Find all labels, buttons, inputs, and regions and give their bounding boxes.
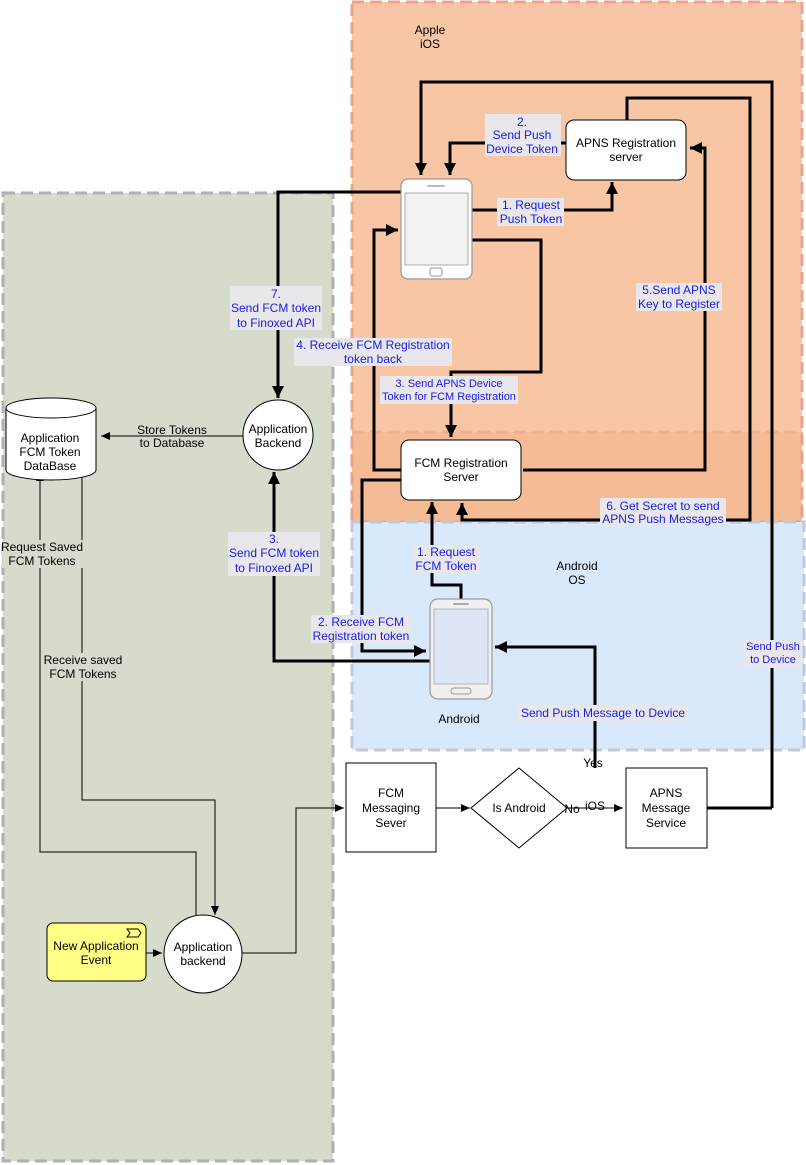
application-backend-bottom-label-2: backend [180, 954, 225, 968]
edge-request-saved [36, 472, 197, 915]
label-bg-receive-fcm-reg-2 [311, 615, 411, 643]
apns-registration-server [565, 119, 687, 181]
fcm-messaging-label-1: FCM [378, 786, 404, 800]
android-region-label-1: Android [556, 559, 597, 573]
label-bg-send-push-to-device [744, 640, 802, 668]
application-backend-top-label-2: Backend [255, 436, 302, 450]
ios-region-label-1: Apple [415, 23, 446, 37]
label-bg-send-fcm-token-7 [230, 286, 322, 330]
edge-android-to-fcmreg [426, 502, 463, 600]
label-send-apns-device-token-2: Token for FCM Registration [382, 391, 516, 403]
label-send-apns-key-1: 5.Send APNS [642, 283, 715, 297]
label-bg-get-secret [600, 498, 726, 526]
label-ios: iOS [585, 799, 605, 813]
label-send-push-to-device-2: to Device [750, 654, 796, 666]
new-event-label-1: New Application [53, 939, 138, 953]
fcm-messaging-label-2: Messaging [362, 801, 420, 815]
fcm-registration-label-2: Server [443, 470, 478, 484]
label-send-push-message: Send Push Message to Device [521, 706, 685, 720]
label-send-fcm-token-3-3: to Finoxed API [235, 561, 313, 575]
is-android-decision [470, 767, 568, 849]
label-store-tokens-2: to Database [140, 436, 205, 450]
label-request-fcm-token-2: FCM Token [415, 559, 476, 573]
is-android-label: Is Android [492, 801, 545, 815]
label-store-tokens-1: Store Tokens [137, 423, 207, 437]
android-device [429, 598, 493, 700]
apns-message-label-2: Message [642, 801, 691, 815]
label-get-secret-1: 6. Get Secret to send [606, 499, 719, 513]
edge-backend-to-fcmmsg [242, 804, 344, 954]
apns-message-service [625, 767, 708, 849]
new-application-event [46, 922, 147, 982]
label-send-push-device-token-2: Send Push [493, 128, 552, 142]
label-request-saved-1: Request Saved [1, 540, 83, 554]
label-bg-request-push-token [497, 198, 564, 226]
label-get-secret-2: APNS Push Messages [602, 512, 723, 526]
android-device-label: Android [438, 712, 479, 726]
label-send-push-device-token-1: 2. [517, 115, 527, 129]
label-request-saved-2: FCM Tokens [8, 554, 75, 568]
label-bg-request-fcm-token [413, 545, 479, 573]
fcm-registration-server [400, 439, 522, 501]
label-receive-saved-1: Receive saved [44, 653, 123, 667]
fcm-registration-label-1: FCM Registration [414, 456, 507, 470]
label-no: No [564, 802, 580, 816]
iphone-device [400, 178, 473, 280]
android-region-label-2: OS [568, 573, 585, 587]
label-send-push-to-device-1: Send Push [746, 641, 800, 653]
edge-outer-loop [415, 80, 774, 808]
event-icon [126, 928, 142, 938]
label-bg-receive-fcm-reg-4 [294, 338, 452, 366]
label-request-push-token-1: 1. Request [502, 198, 561, 212]
label-bg-send-fcm-token-3 [228, 532, 320, 576]
label-send-push-device-token-3: Device Token [486, 142, 558, 156]
database-label-2: FCM Token [19, 445, 80, 459]
label-receive-fcm-reg-2-2: Registration token [313, 629, 410, 643]
apns-message-label-1: APNS [650, 786, 683, 800]
label-send-apns-key-2: Key to Register [638, 297, 720, 311]
database-label-3: DataBase [24, 459, 77, 473]
label-send-fcm-token-3-1: 3. [269, 532, 279, 546]
application-backend-top [242, 399, 314, 471]
label-bg-send-apns-key [636, 283, 722, 311]
label-request-push-token-2: Push Token [500, 212, 563, 226]
label-send-fcm-token-3-2: Send FCM token [229, 546, 319, 560]
edge-receive-saved [81, 462, 219, 915]
label-yes: Yes [583, 756, 603, 770]
label-send-apns-device-token-1: 3. Send APNS Device [395, 378, 502, 390]
label-bg-request-saved [2, 540, 84, 568]
label-bg-send-apns-device-token [380, 376, 518, 404]
label-bg-send-push-message [518, 705, 688, 721]
apns-message-label-3: Service [646, 816, 686, 830]
database-label-1: Application [21, 431, 80, 445]
fcm-messaging-label-3: Sever [375, 816, 406, 830]
label-request-fcm-token-1: 1. Request [417, 545, 476, 559]
new-event-label-2: Event [81, 953, 112, 967]
label-send-fcm-token-7-2: Send FCM token [231, 301, 321, 315]
label-bg-send-push-device-token [485, 114, 561, 156]
apns-registration-label-2: server [609, 150, 642, 164]
ios-region-label-2: iOS [420, 37, 440, 51]
label-receive-fcm-reg-4-1: 4. Receive FCM Registration [296, 338, 449, 352]
apns-registration-label-1: APNS Registration [576, 136, 676, 150]
fcm-token-database [5, 397, 97, 481]
edge-fcmreg-to-android [360, 478, 426, 657]
label-receive-fcm-reg-4-2: token back [344, 352, 403, 366]
label-send-fcm-token-7-3: to Finoxed API [237, 316, 315, 330]
application-backend-top-label-1: Application [249, 422, 308, 436]
edge-push-to-android [495, 641, 597, 768]
label-receive-saved-2: FCM Tokens [49, 667, 116, 681]
label-send-fcm-token-7-1: 7. [271, 287, 281, 301]
label-bg-receive-saved [42, 653, 124, 681]
fcm-messaging-server [345, 762, 437, 853]
application-backend-bottom [163, 914, 243, 994]
label-receive-fcm-reg-2-1: 2. Receive FCM [318, 615, 404, 629]
application-backend-bottom-label-1: Application [174, 940, 233, 954]
